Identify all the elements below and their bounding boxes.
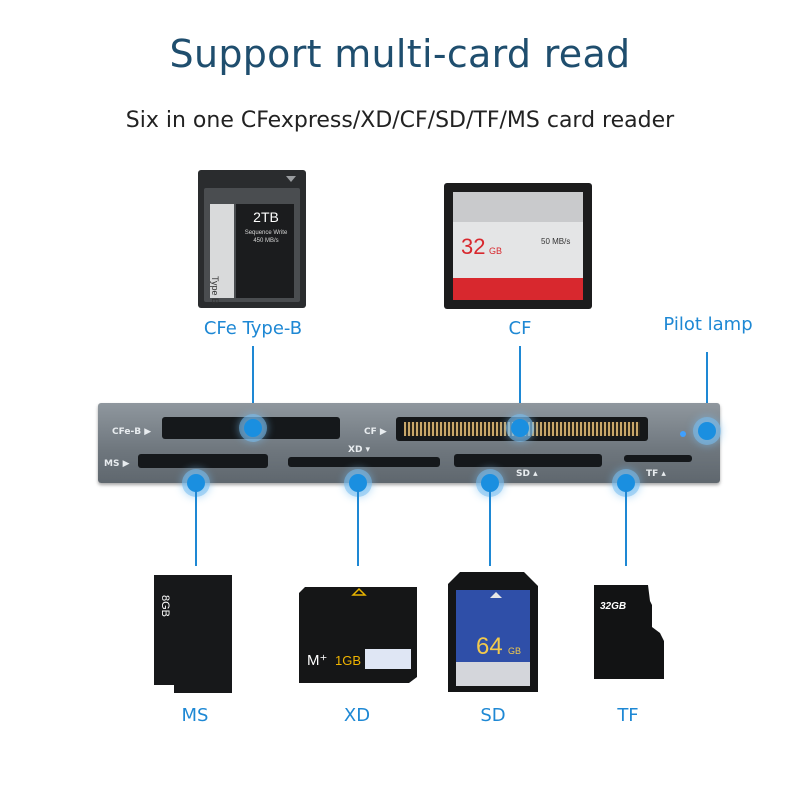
- ms-label: MS: [181, 705, 209, 726]
- cfe-side-text: Type B: [210, 276, 220, 304]
- ms-leader-line: [195, 490, 197, 566]
- cfe-line1-text: Sequence Write: [245, 230, 288, 236]
- sd-unit-text: GB: [508, 646, 521, 656]
- cf-capacity-text: 32: [461, 234, 485, 259]
- cf-slot-marker: [511, 419, 529, 437]
- xd-leader-line: [357, 490, 359, 566]
- cfe-leader-line: [252, 346, 254, 426]
- cf-speed-text: 50 MB/s: [541, 237, 570, 246]
- pilot-lamp-led: [680, 431, 686, 437]
- tf-slot-marker: [617, 474, 635, 492]
- pilot-lamp-label: Pilot lamp: [663, 314, 753, 335]
- cf-slot-label: CF ▶: [364, 427, 387, 437]
- tf-card-image: 32GB: [594, 585, 664, 679]
- cfexpress-card-image: 2TB Sequence Write 450 MB/s Type B: [198, 170, 306, 308]
- card-reader-panel: CFe-B ▶ CF ▶ MS ▶ XD ▾ SD ▴ TF ▴: [98, 403, 720, 483]
- sd-capacity-text: 64: [476, 633, 503, 660]
- xd-card-image: M⁺ 1GB: [299, 587, 417, 683]
- cf-leader-line: [519, 346, 521, 426]
- cfe-type-b-label: CFe Type-B: [203, 318, 303, 339]
- ms-slot-marker: [187, 474, 205, 492]
- page-subtitle: Six in one CFexpress/XD/CF/SD/TF/MS card…: [125, 108, 675, 133]
- cfe-b-slot-label: CFe-B ▶: [112, 427, 152, 437]
- sd-card-image: 64 GB: [448, 572, 538, 692]
- ms-slot[interactable]: [138, 454, 268, 468]
- tf-slot[interactable]: [624, 455, 692, 462]
- sd-slot-marker: [481, 474, 499, 492]
- cf-unit-text: GB: [489, 246, 502, 256]
- xd-slot-marker: [349, 474, 367, 492]
- xd-brand-text: M⁺: [307, 652, 327, 669]
- tf-capacity-text: 32GB: [600, 601, 626, 612]
- cf-card-image: 32 GB 50 MB/s: [444, 183, 592, 309]
- page-title: Support multi-card read: [169, 32, 631, 76]
- ms-slot-label: MS ▶: [104, 459, 130, 469]
- cfe-line2-text: 450 MB/s: [253, 238, 278, 244]
- tf-slot-label: TF ▴: [646, 469, 666, 479]
- pilot-leader-line: [706, 352, 708, 428]
- sd-leader-line: [489, 490, 491, 566]
- tf-leader-line: [625, 490, 627, 566]
- sd-slot[interactable]: [454, 454, 602, 467]
- pilot-lamp-indicator: [698, 422, 716, 440]
- sd-slot-label: SD ▴: [516, 469, 538, 479]
- cfe-capacity-text: 2TB: [253, 209, 279, 225]
- sd-label: SD: [480, 705, 506, 726]
- xd-slot[interactable]: [288, 457, 440, 467]
- xd-capacity-text: 1GB: [335, 653, 361, 668]
- tf-label: TF: [617, 705, 639, 726]
- ms-capacity-text: 8GB: [159, 595, 171, 617]
- cfe-slot-marker: [244, 419, 262, 437]
- xd-label: XD: [343, 705, 371, 726]
- cf-label: CF: [508, 318, 532, 339]
- xd-slot-label: XD ▾: [348, 445, 371, 455]
- ms-card-image: 8GB: [154, 575, 232, 693]
